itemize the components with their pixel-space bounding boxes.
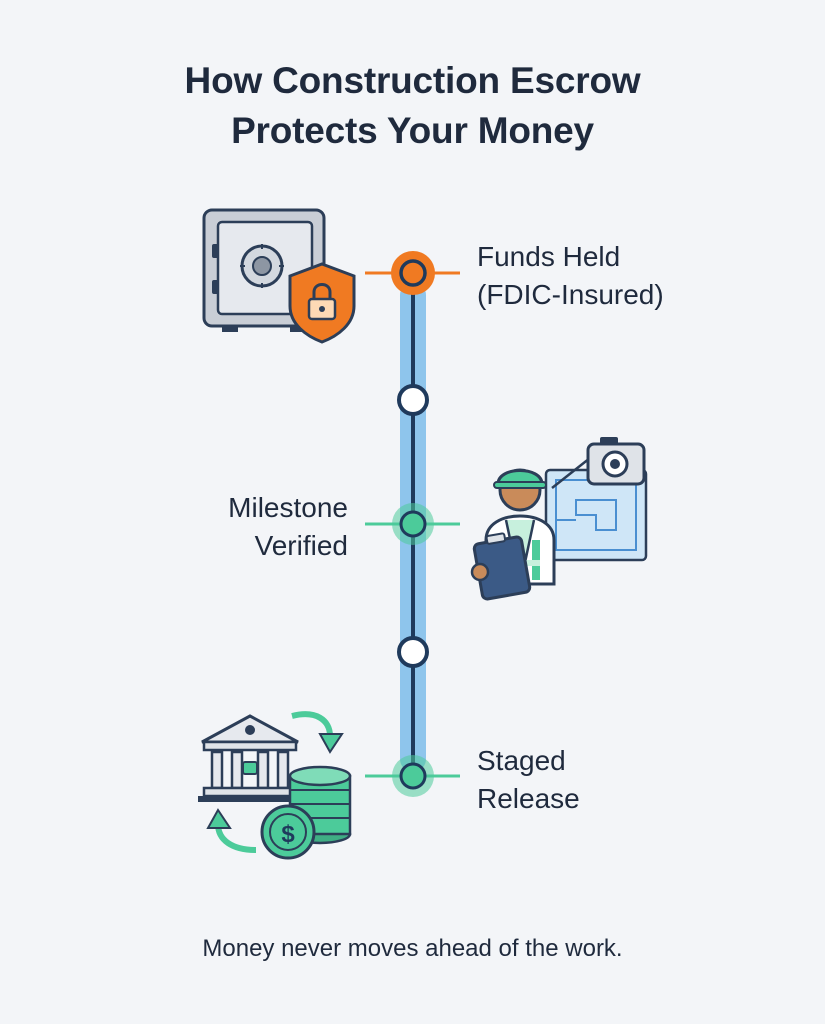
step-1-line-1: Funds Held [477, 241, 621, 272]
svg-text:$: $ [281, 821, 295, 848]
node-intermediate-2 [397, 636, 429, 668]
footer-tagline: Money never moves ahead of the work. [202, 935, 623, 962]
node-intermediate-1 [397, 384, 429, 416]
title-line-1: How Construction Escrow [184, 60, 641, 101]
title-line-2: Protects Your Money [231, 110, 594, 151]
bank-coins-cycle-icon: $ [198, 711, 352, 860]
node-milestone-verified [365, 503, 460, 545]
step-2-line-2: Verified [254, 530, 348, 561]
step-3-line-2: Release [477, 783, 580, 814]
node-staged-release [365, 755, 460, 797]
page-title: How Construction Escrow Protects Your Mo… [0, 56, 825, 156]
node-funds-held [365, 251, 460, 295]
step-label-milestone-verified: Milestone Verified [150, 489, 348, 565]
step-1-line-2: (FDIC-Insured) [477, 279, 664, 310]
safe-with-lock-shield-icon [202, 208, 356, 344]
inspector-with-clipboard-icon [470, 437, 648, 601]
step-3-line-1: Staged [477, 745, 566, 776]
step-label-funds-held: Funds Held (FDIC-Insured) [477, 238, 664, 314]
step-label-staged-release: Staged Release [477, 742, 580, 818]
step-2-line-1: Milestone [228, 492, 348, 523]
